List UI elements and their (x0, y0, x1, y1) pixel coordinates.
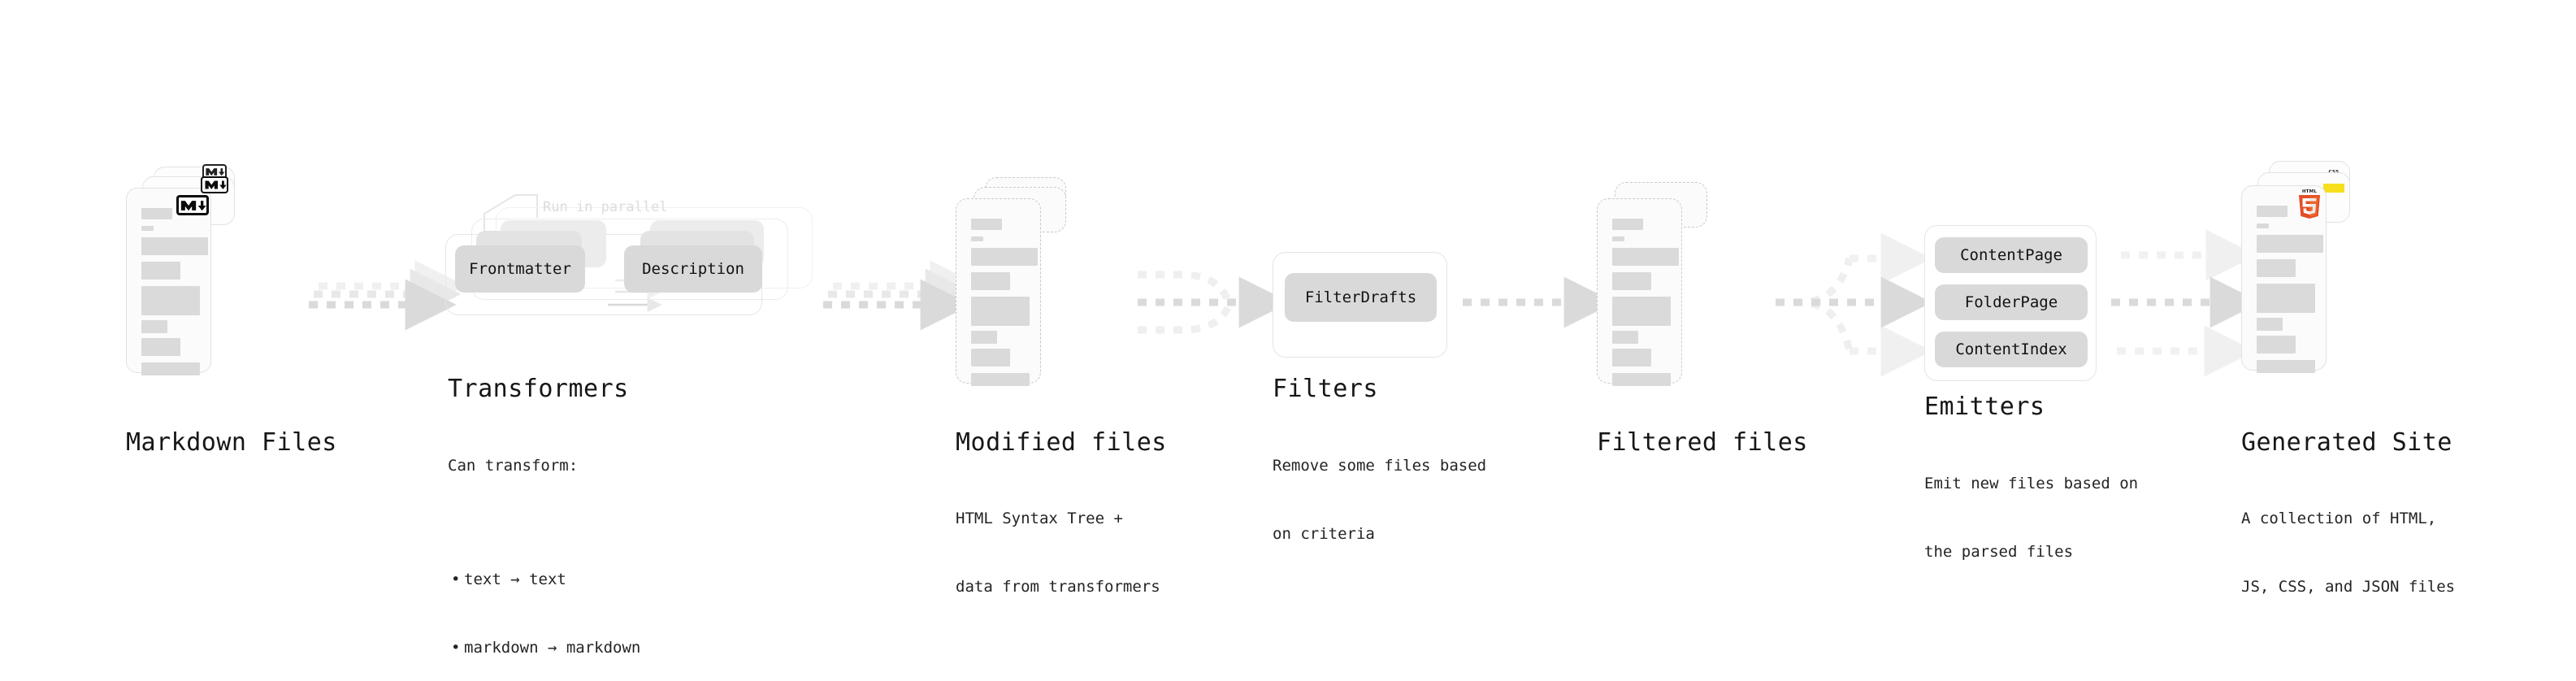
emitters-group-box: ContentPage FolderPage ContentIndex (1924, 225, 2097, 381)
html5-icon: HTML (2296, 189, 2322, 219)
modified-desc-line-0: HTML Syntax Tree + (956, 510, 1123, 527)
stage-title-generated-site: Generated Site (2241, 428, 2452, 457)
stage-title-filtered-files: Filtered files (1597, 428, 1808, 457)
run-in-parallel-label: Run in parallel (543, 199, 668, 215)
card-bar (971, 236, 983, 241)
card-bar (1612, 248, 1679, 266)
filter-chip-filterdrafts[interactable]: FilterDrafts (1285, 273, 1437, 322)
emitter-chip-label: ContentIndex (1955, 340, 2067, 358)
card-bar (141, 320, 167, 333)
markdown-card-front (126, 188, 211, 375)
card-bar (1612, 272, 1651, 290)
card-bar (2257, 336, 2296, 354)
filters-desc-line-1: on criteria (1273, 525, 1375, 543)
emitters-desc-line-0: Emit new files based on (1924, 475, 2139, 492)
filtered-files-stack (1597, 177, 1792, 388)
card-bar (2257, 284, 2315, 313)
transformers-desc-heading: Can transform: (448, 457, 579, 475)
arrow-markdown-to-transformers (309, 260, 466, 331)
card-bar (2257, 235, 2323, 253)
stage-title-modified-files: Modified files (956, 428, 1167, 457)
card-bar (141, 226, 154, 231)
modified-card-front (956, 198, 1041, 386)
stage-desc-filters: Remove some files based on criteria (1273, 409, 1486, 591)
modified-files-stack (956, 177, 1151, 388)
stage-title-filters: Filters (1273, 375, 1378, 403)
markdown-files-stack (126, 164, 321, 378)
card-bar (971, 331, 997, 344)
card-bar (2257, 360, 2315, 373)
card-bar (971, 349, 1010, 367)
stage-title-emitters: Emitters (1924, 393, 2045, 421)
stage-title-transformers: Transformers (448, 375, 629, 403)
emitters-desc-line-1: the parsed files (1924, 543, 2074, 561)
js-icon (2323, 184, 2344, 193)
transformers-group-stack: Frontmatter Description (445, 207, 827, 315)
arrow-transformers-to-modified (823, 260, 982, 331)
card-bar (971, 248, 1038, 266)
transformers-bullet-list: text → text markdown → markdown html → h… (448, 523, 640, 681)
modified-desc-line-1: data from transformers (956, 578, 1160, 596)
transformer-chip-description[interactable]: Description (624, 245, 762, 293)
arrow-emitters-to-site (2111, 229, 2262, 377)
markdown-icon-mid (201, 176, 228, 193)
emitter-chip-contentindex[interactable]: ContentIndex (1935, 332, 2088, 367)
card-bar (1612, 236, 1624, 241)
card-bar (1612, 373, 1671, 386)
card-bar (1612, 297, 1671, 326)
markdown-icon (176, 195, 209, 215)
card-bar (2257, 206, 2288, 217)
transformers-bullet-1: markdown → markdown (451, 636, 640, 659)
card-bar (141, 237, 208, 255)
card-bar (1612, 219, 1643, 230)
card-bar (971, 297, 1030, 326)
card-bar (141, 208, 172, 219)
filtered-card-front (1597, 198, 1682, 386)
stage-desc-transformers: Can transform: text → text markdown → ma… (448, 409, 640, 681)
arrow-filtered-to-emitters (1776, 232, 1932, 377)
card-bar (971, 373, 1030, 386)
card-bar (2257, 318, 2283, 331)
card-bar (971, 272, 1010, 290)
site-desc-line-0: A collection of HTML, (2241, 510, 2437, 527)
card-bar (1612, 349, 1651, 367)
card-bar (141, 286, 200, 315)
emitter-chip-contentpage[interactable]: ContentPage (1935, 237, 2088, 273)
emitter-chip-label: ContentPage (1960, 246, 2062, 264)
card-bar (141, 262, 180, 280)
filter-chip-label: FilterDrafts (1304, 288, 1417, 306)
filters-group-box: FilterDrafts (1273, 252, 1447, 358)
card-bar (971, 219, 1002, 230)
transformer-chip-label: Description (642, 260, 744, 278)
stage-desc-emitters: Emit new files based on the parsed files (1924, 427, 2138, 609)
transformer-chip-label: Frontmatter (469, 260, 571, 278)
stage-desc-generated-site: A collection of HTML, JS, CSS, and JSON … (2241, 462, 2455, 644)
generated-site-stack: CSS HTML (2241, 161, 2444, 380)
card-bar (2257, 259, 2296, 277)
emitter-chip-folderpage[interactable]: FolderPage (1935, 284, 2088, 320)
card-bar (141, 338, 180, 356)
card-bar (141, 362, 200, 375)
svg-text:HTML: HTML (2302, 189, 2318, 194)
card-bar (2257, 223, 2269, 228)
transformer-chip-frontmatter[interactable]: Frontmatter (455, 245, 585, 293)
stage-title-markdown-files: Markdown Files (126, 428, 337, 457)
card-bar (1612, 331, 1638, 344)
site-desc-line-1: JS, CSS, and JSON files (2241, 578, 2456, 596)
emitter-chip-label: FolderPage (1964, 293, 2058, 311)
stage-desc-modified-files: HTML Syntax Tree + data from transformer… (956, 462, 1160, 644)
filters-desc-line-0: Remove some files based (1273, 457, 1487, 475)
arrow-modified-to-filters (1138, 271, 1290, 334)
transformers-bullet-0: text → text (451, 568, 640, 591)
